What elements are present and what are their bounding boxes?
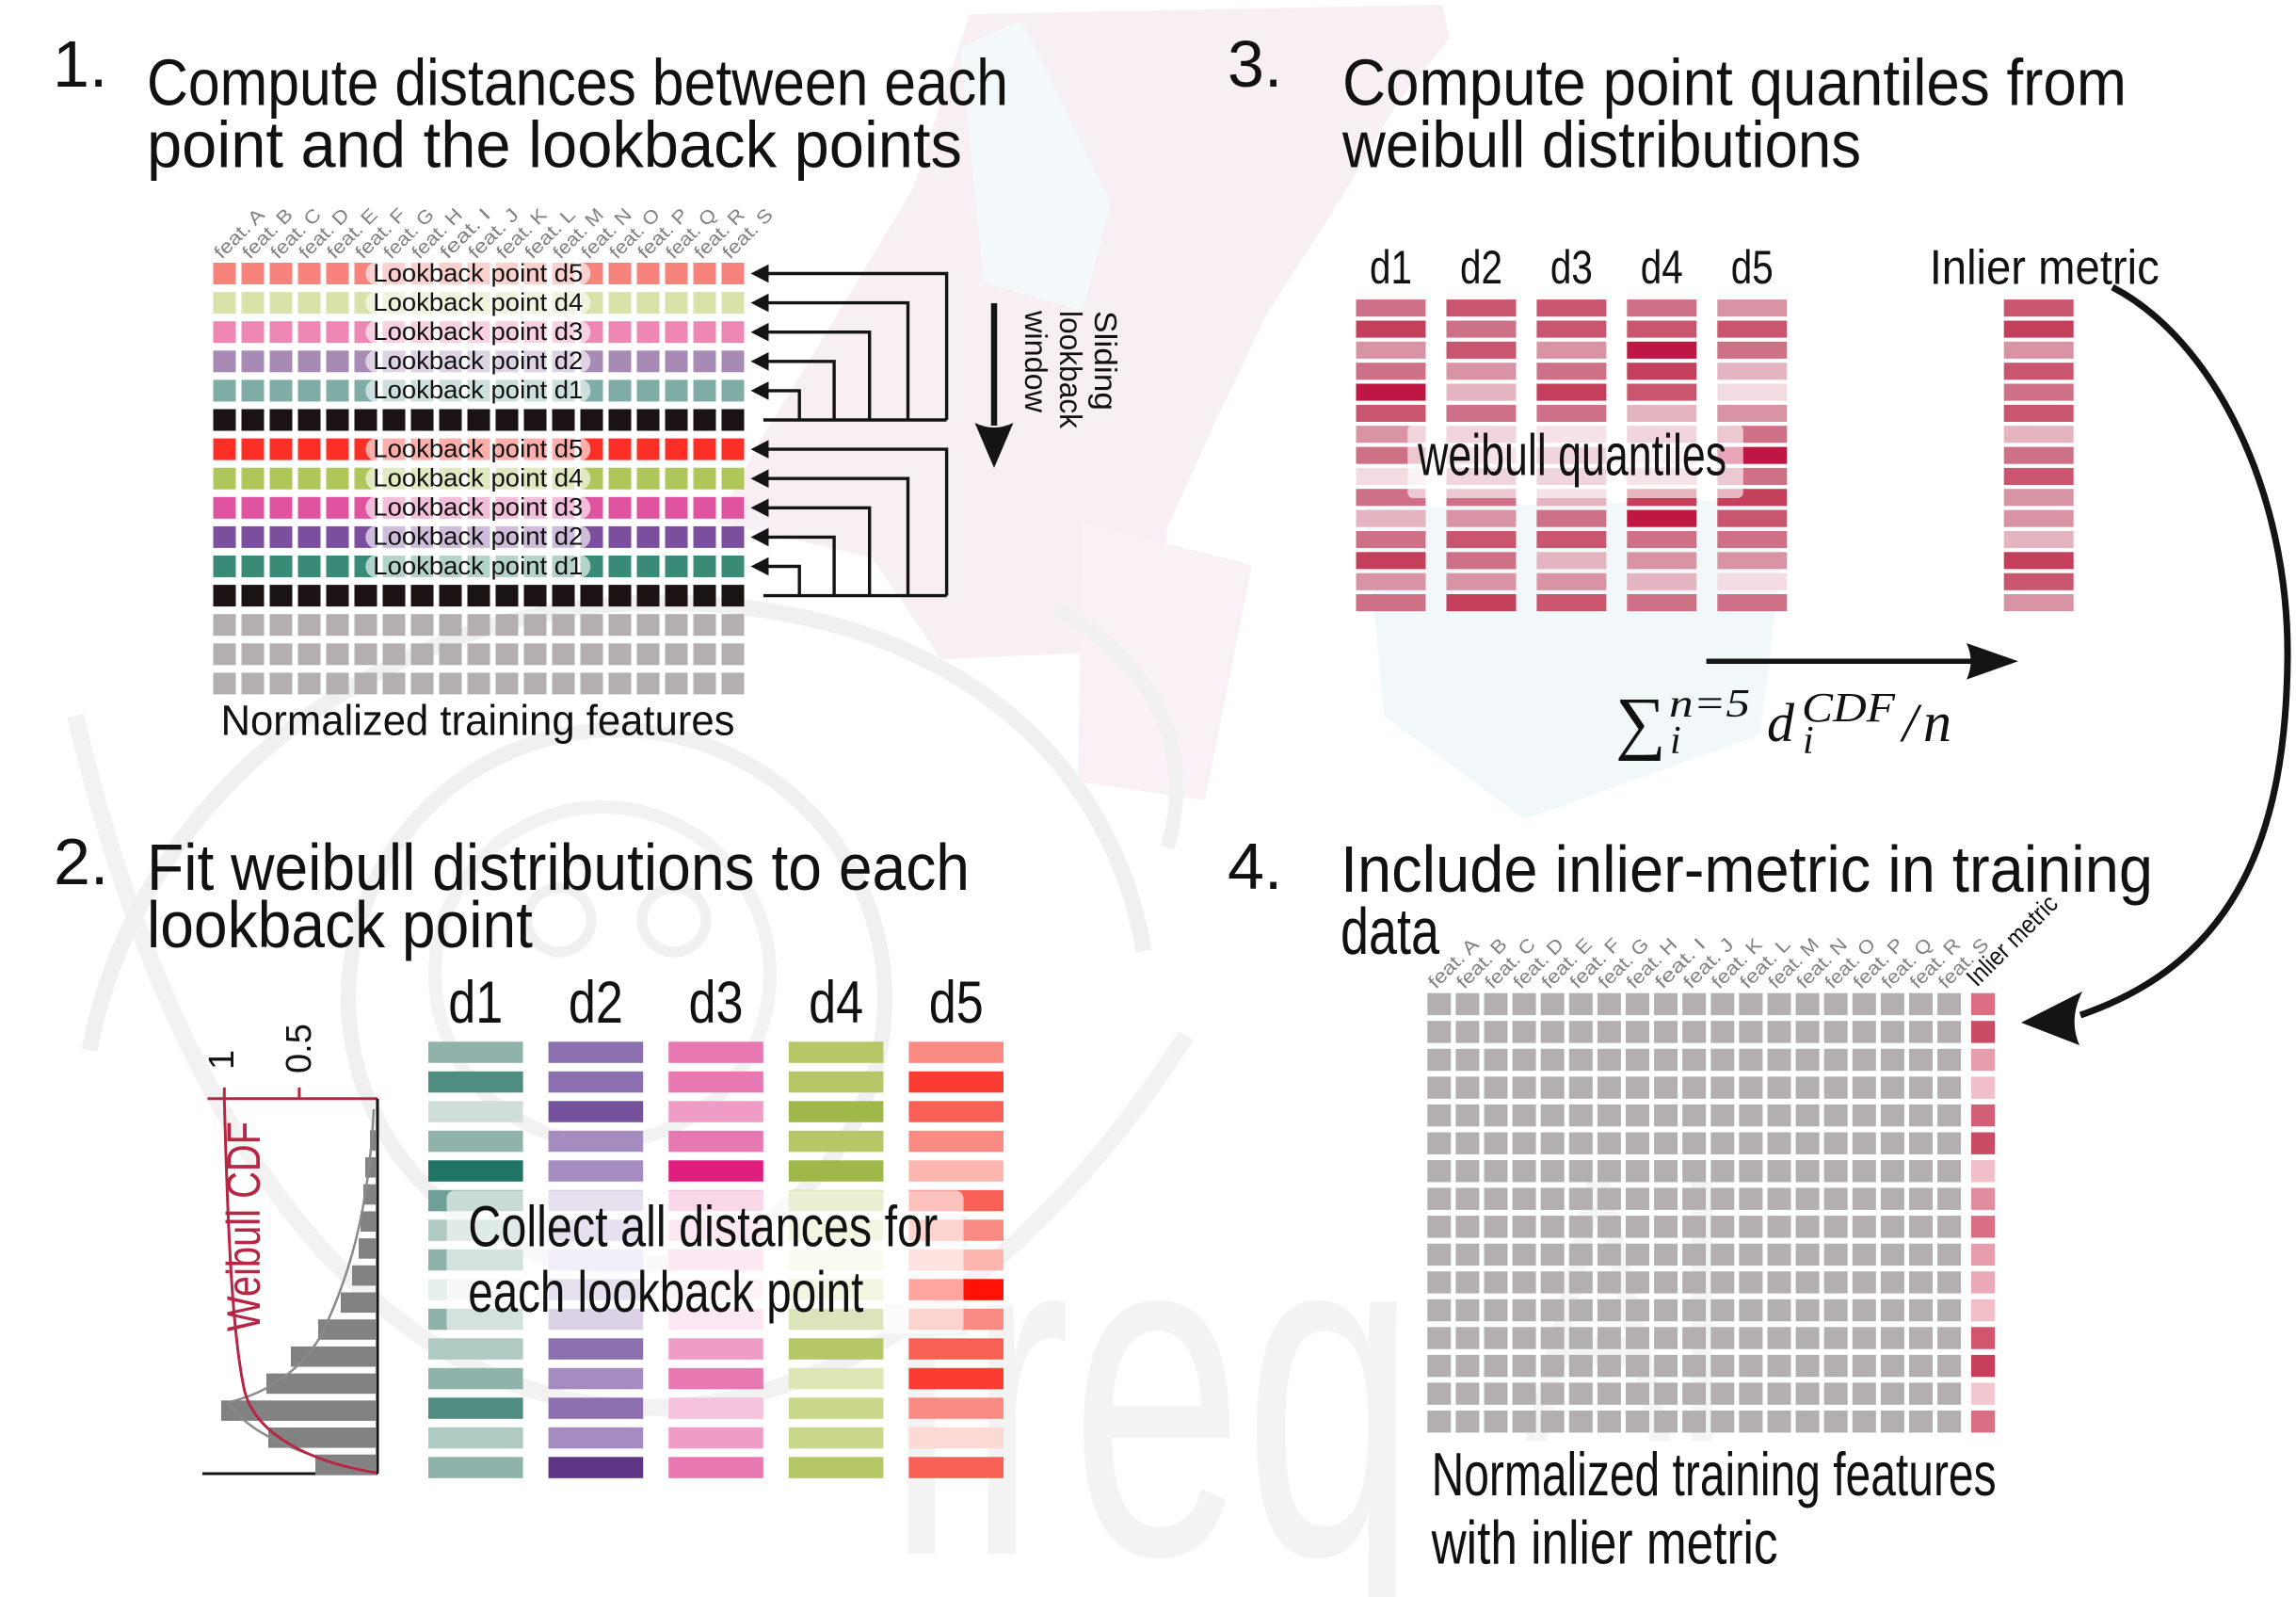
svg-text:1: 1 xyxy=(202,1050,242,1070)
svg-text:Compute distances between each: Compute distances between each xyxy=(147,46,1008,120)
svg-text:weibull quantiles: weibull quantiles xyxy=(1417,424,1726,489)
svg-text:Lookback point d3: Lookback point d3 xyxy=(373,493,583,522)
svg-text:4.: 4. xyxy=(1228,830,1282,903)
svg-text:lookback point: lookback point xyxy=(147,888,533,961)
svg-text:i: i xyxy=(1803,719,1814,763)
svg-text:Lookback point d4: Lookback point d4 xyxy=(373,288,583,316)
svg-text:d: d xyxy=(1767,692,1795,753)
svg-text:weibull distributions: weibull distributions xyxy=(1341,108,1861,182)
svg-text:Include inlier-metric in train: Include inlier-metric in training xyxy=(1341,832,2153,906)
svg-text:i: i xyxy=(1670,719,1681,763)
svg-text:Lookback point d2: Lookback point d2 xyxy=(373,523,583,551)
svg-text:Lookback point d2: Lookback point d2 xyxy=(373,347,583,375)
svg-text:d1: d1 xyxy=(1370,241,1412,294)
svg-text:d4: d4 xyxy=(1641,241,1683,294)
svg-text:Normalized training features: Normalized training features xyxy=(1432,1441,1997,1508)
svg-text:d2: d2 xyxy=(1460,241,1502,294)
svg-text:with inlier metric: with inlier metric xyxy=(1431,1508,1778,1576)
svg-text:d5: d5 xyxy=(929,970,984,1036)
svg-text:Lookback point d1: Lookback point d1 xyxy=(373,552,583,580)
svg-text:d3: d3 xyxy=(689,970,744,1036)
svg-text:∑: ∑ xyxy=(1615,684,1665,762)
svg-text:CDF: CDF xyxy=(1802,685,1896,731)
svg-text:d5: d5 xyxy=(1731,241,1774,294)
svg-text:Normalized training features: Normalized training features xyxy=(221,697,735,745)
svg-text:1.: 1. xyxy=(53,27,107,101)
svg-text:d4: d4 xyxy=(809,970,863,1036)
svg-text:Fit weibull distributions to e: Fit weibull distributions to each xyxy=(147,831,970,904)
svg-text:Lookback point d3: Lookback point d3 xyxy=(373,317,583,346)
svg-text:Lookback point d4: Lookback point d4 xyxy=(373,464,583,492)
svg-text:n: n xyxy=(1923,691,1951,753)
svg-text:data: data xyxy=(1341,895,1439,968)
svg-text:Compute point quantiles from: Compute point quantiles from xyxy=(1342,46,2127,120)
svg-text:Lookback point d5: Lookback point d5 xyxy=(373,434,583,462)
svg-text:0.5: 0.5 xyxy=(280,1024,319,1073)
svg-text:2.: 2. xyxy=(54,825,108,898)
svg-text:n=5: n=5 xyxy=(1669,683,1750,726)
svg-text:d1: d1 xyxy=(448,970,503,1036)
svg-text:Lookback point d1: Lookback point d1 xyxy=(373,376,583,404)
svg-text:Slidinglookbackwindow: Slidinglookbackwindow xyxy=(1019,310,1123,428)
svg-text:point and the lookback points: point and the lookback points xyxy=(147,108,962,182)
svg-text:Lookback point d5: Lookback point d5 xyxy=(373,259,583,287)
svg-text:Collect all distances for: Collect all distances for xyxy=(468,1194,938,1258)
svg-text:each lookback point: each lookback point xyxy=(468,1260,863,1324)
svg-text:Weibull CDF: Weibull CDF xyxy=(217,1121,270,1331)
svg-text:d3: d3 xyxy=(1550,241,1593,294)
svg-text:3.: 3. xyxy=(1228,27,1282,101)
svg-text:d2: d2 xyxy=(569,970,623,1036)
svg-text:Inlier metric: Inlier metric xyxy=(1930,241,2160,296)
